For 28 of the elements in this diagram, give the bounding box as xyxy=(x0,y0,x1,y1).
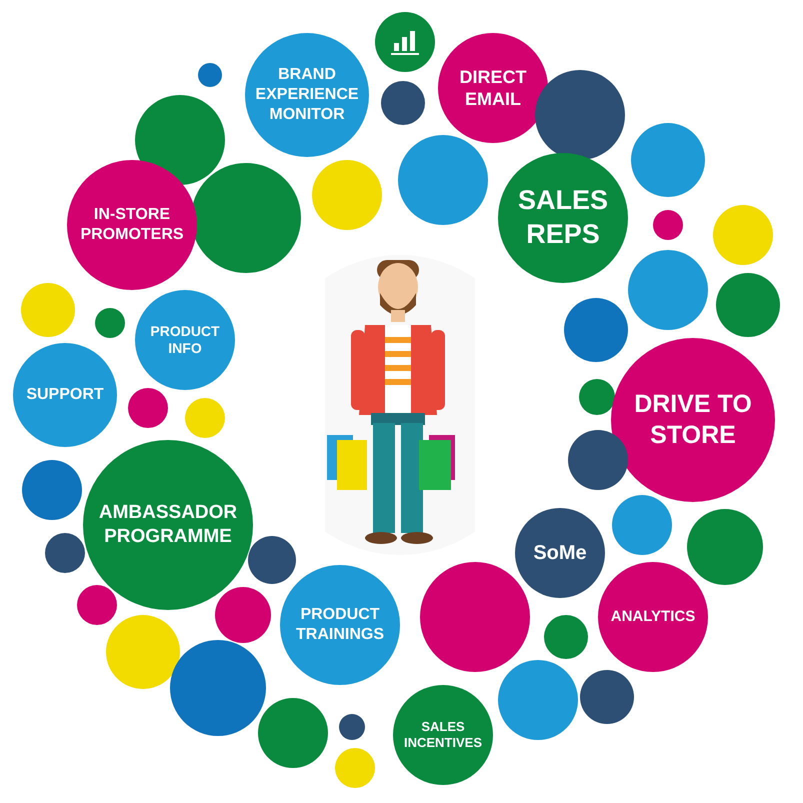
bubble xyxy=(128,388,168,428)
bubble-label: DIRECT EMAIL xyxy=(458,66,528,110)
bubble xyxy=(544,615,588,659)
bubble xyxy=(198,63,222,87)
bubble xyxy=(335,748,375,788)
bubble-label: SALES INCENTIVES xyxy=(402,718,483,752)
bubble xyxy=(579,379,615,415)
bubble xyxy=(580,670,634,724)
bubble-label: ANALYTICS xyxy=(610,608,696,626)
bubble xyxy=(95,308,125,338)
bubble xyxy=(653,210,683,240)
bubble-label: SALES REPS xyxy=(516,184,610,251)
bubble-label: BRAND EXPERIENCE MONITOR xyxy=(254,65,360,125)
bubble xyxy=(215,587,271,643)
bubble xyxy=(248,536,296,584)
bubble xyxy=(185,398,225,438)
bubble-label: SUPPORT xyxy=(26,385,104,405)
bubble-label: DRIVE TO STORE xyxy=(633,388,753,451)
bubble xyxy=(45,533,85,573)
bubble xyxy=(339,714,365,740)
bubble xyxy=(77,585,117,625)
bubble-label: PRODUCT INFO xyxy=(149,322,221,358)
bubble-label: AMBASSADOR PROGRAMME xyxy=(98,501,238,549)
bubble-label: PRODUCT TRAININGS xyxy=(295,605,385,645)
bubble xyxy=(21,283,75,337)
bubble xyxy=(381,81,425,125)
bubble-label: SoMe xyxy=(533,540,587,566)
bubble-label: IN-STORE PROMOTERS xyxy=(79,205,185,245)
